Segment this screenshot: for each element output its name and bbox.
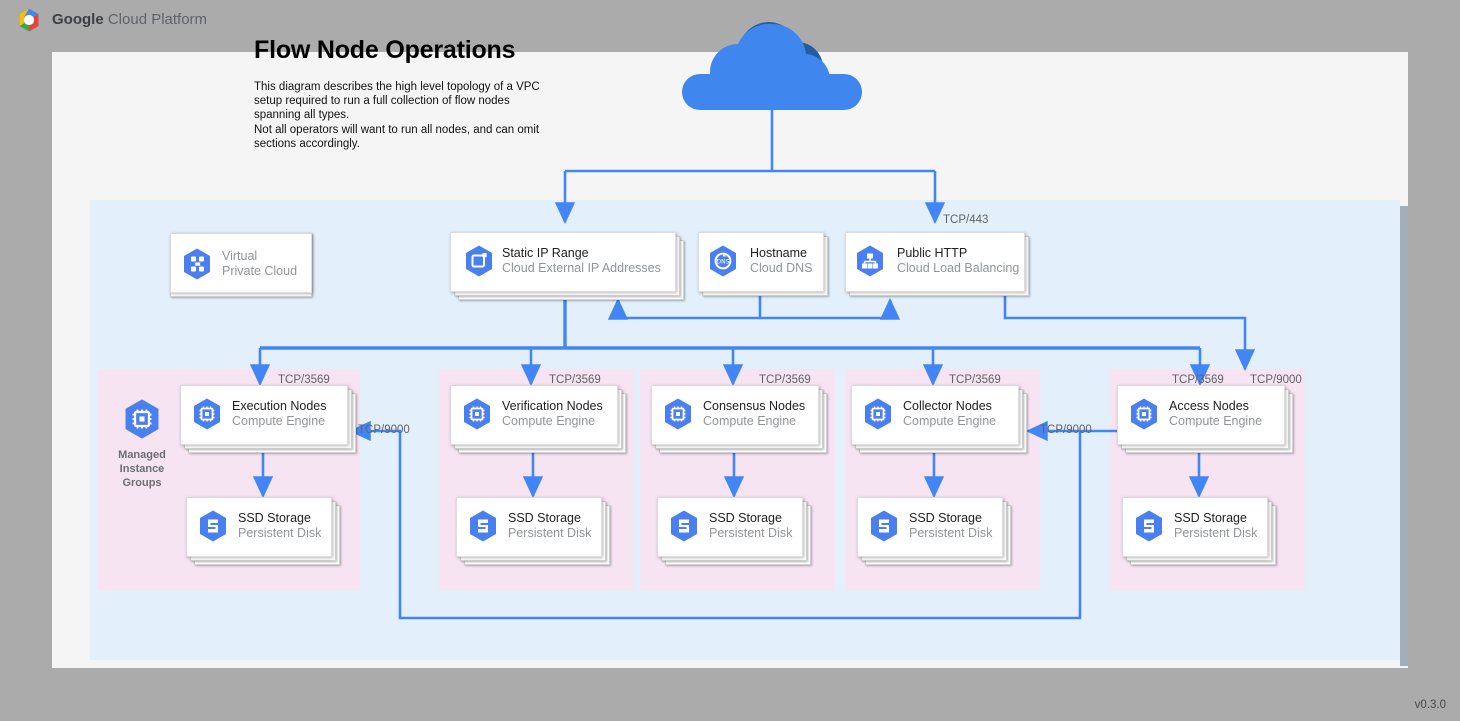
card-subtitle: Compute Engine	[502, 414, 596, 428]
card-text: Virtual Private Cloud	[222, 249, 297, 279]
card-subtitle: Compute Engine	[232, 414, 326, 428]
card-subtitle: Cloud External IP Addresses	[502, 261, 661, 275]
version-label: v0.3.0	[1414, 699, 1446, 711]
card-subtitle: Persistent Disk	[909, 526, 993, 540]
card-text: SSD Storage Persistent Disk	[909, 511, 992, 541]
card-text: Hostname Cloud DNS	[750, 246, 813, 276]
card-text: Access Nodes Compute Engine	[1169, 399, 1262, 429]
card-title: Consensus Nodes	[703, 399, 806, 413]
card-text: SSD Storage Persistent Disk	[238, 511, 321, 541]
vpc-panel-shadow	[1400, 206, 1408, 666]
card-subtitle: Private Cloud	[222, 264, 298, 278]
cloud-external-ip-icon	[466, 245, 492, 277]
storage-card-execution-ssd[interactable]: SSD Storage Persistent Disk	[186, 497, 340, 569]
card-text: Collector Nodes Compute Engine	[903, 399, 996, 429]
storage-card-consensus-ssd[interactable]: SSD Storage Persistent Disk	[657, 497, 811, 569]
card-title: Public HTTP	[897, 246, 968, 260]
cloud-dns-icon: DNS	[710, 245, 736, 277]
node-card-verification-nodes[interactable]: Verification Nodes Compute Engine	[450, 385, 626, 457]
card-text: Verification Nodes Compute Engine	[502, 399, 603, 429]
card-title: SSD Storage	[909, 511, 982, 525]
brand-title-bold: Google	[52, 11, 104, 28]
card-text: Execution Nodes Compute Engine	[232, 399, 327, 429]
card-title: Collector Nodes	[903, 399, 992, 413]
managed-instance-groups-icon	[125, 399, 159, 439]
port-label-execution-9000: TCP/9000	[358, 424, 410, 436]
node-card-execution-nodes[interactable]: Execution Nodes Compute Engine	[180, 385, 356, 457]
port-label-collector-9000: TCP/9000	[1040, 424, 1092, 436]
gcp-brand-bar: Google Cloud Platform	[0, 0, 1460, 40]
node-card-consensus-nodes[interactable]: Consensus Nodes Compute Engine	[651, 385, 827, 457]
card-subtitle: Cloud DNS	[750, 261, 813, 275]
card-title: SSD Storage	[1174, 511, 1247, 525]
card-text: SSD Storage Persistent Disk	[709, 511, 792, 541]
storage-card-collector-ssd[interactable]: SSD Storage Persistent Disk	[857, 497, 1011, 569]
card-title: SSD Storage	[238, 511, 311, 525]
card-title: SSD Storage	[508, 511, 581, 525]
port-label-verification-in: TCP/3569	[549, 374, 601, 386]
brand-title-rest: Cloud Platform	[103, 11, 208, 28]
port-label-consensus-in: TCP/3569	[759, 374, 811, 386]
page-description: This diagram describes the high level to…	[254, 81, 540, 150]
port-label-collector-in: TCP/3569	[949, 374, 1001, 386]
cloud-load-balancing-icon	[857, 245, 883, 277]
card-text: SSD Storage Persistent Disk	[1174, 511, 1257, 541]
node-card-virtual-private-cloud[interactable]: Virtual Private Cloud	[170, 233, 312, 297]
card-title: Execution Nodes	[232, 399, 327, 413]
compute-engine-icon	[1131, 398, 1157, 430]
card-subtitle: Compute Engine	[1169, 414, 1263, 428]
card-text: Public HTTP Cloud Load Balancing	[897, 246, 1019, 276]
compute-engine-icon	[194, 398, 220, 430]
node-card-hostname[interactable]: DNS Hostname Cloud DNS	[698, 232, 830, 298]
persistent-disk-icon	[200, 510, 226, 542]
card-text: Static IP Range Cloud External IP Addres…	[502, 246, 661, 276]
card-subtitle: Persistent Disk	[508, 526, 592, 540]
card-title: Virtual	[222, 249, 258, 263]
port-label-execution-in: TCP/3569	[278, 374, 330, 386]
card-text: SSD Storage Persistent Disk	[508, 511, 591, 541]
port-label-access-9000: TCP/9000	[1250, 374, 1302, 386]
card-subtitle: Persistent Disk	[709, 526, 793, 540]
card-subtitle: Compute Engine	[903, 414, 997, 428]
gcp-hexagon-logo-icon	[19, 8, 39, 32]
node-card-collector-nodes[interactable]: Collector Nodes Compute Engine	[851, 385, 1027, 457]
persistent-disk-icon	[470, 510, 496, 542]
card-subtitle: Persistent Disk	[238, 526, 322, 540]
card-title: Hostname	[750, 246, 807, 260]
compute-engine-icon	[464, 398, 490, 430]
card-title: SSD Storage	[709, 511, 782, 525]
virtual-private-cloud-icon	[184, 248, 210, 280]
card-text: Consensus Nodes Compute Engine	[703, 399, 805, 429]
node-card-public-http[interactable]: Public HTTP Cloud Load Balancing	[845, 232, 1031, 298]
card-subtitle: Persistent Disk	[1174, 526, 1258, 540]
brand-title: Google Cloud Platform	[52, 11, 207, 28]
port-label-access-in: TCP/3569	[1172, 374, 1224, 386]
card-title: Static IP Range	[502, 246, 589, 260]
card-title: Verification Nodes	[502, 399, 603, 413]
card-title: Access Nodes	[1169, 399, 1249, 413]
card-face	[857, 497, 1003, 557]
compute-engine-icon	[865, 398, 891, 430]
persistent-disk-icon	[871, 510, 897, 542]
card-subtitle: Cloud Load Balancing	[897, 261, 1020, 275]
compute-engine-icon	[665, 398, 691, 430]
storage-card-verification-ssd[interactable]: SSD Storage Persistent Disk	[456, 497, 610, 569]
persistent-disk-icon	[671, 510, 697, 542]
node-card-access-nodes[interactable]: Access Nodes Compute Engine	[1117, 385, 1293, 457]
managed-instance-groups-label: Managed Instance Groups	[118, 449, 166, 489]
card-subtitle: Compute Engine	[703, 414, 797, 428]
page-title: Flow Node Operations	[254, 36, 516, 64]
persistent-disk-icon	[1136, 510, 1162, 542]
svg-text:DNS: DNS	[717, 259, 730, 266]
port-label-https: TCP/443	[943, 214, 989, 226]
storage-card-access-ssd[interactable]: SSD Storage Persistent Disk	[1122, 497, 1276, 569]
node-card-static-ip-range[interactable]: Static IP Range Cloud External IP Addres…	[450, 232, 684, 302]
